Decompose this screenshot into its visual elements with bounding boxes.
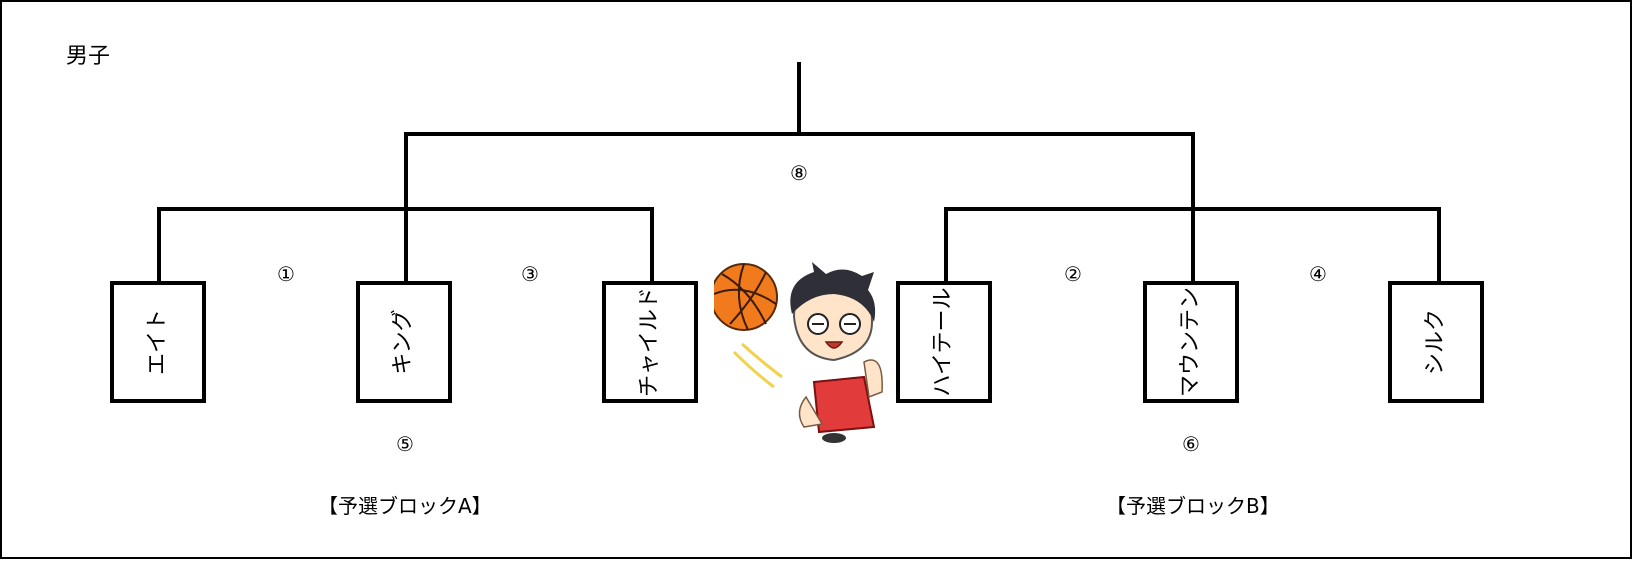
team-label: ハイテール xyxy=(931,287,956,397)
block-label-a: 【予選ブロックA】 xyxy=(318,494,492,518)
team-label: エイト xyxy=(144,308,170,376)
team-box-eight: エイト xyxy=(110,281,206,403)
team-label: シルク xyxy=(1422,308,1448,376)
block-a-bar xyxy=(157,207,654,211)
final-bar xyxy=(404,132,1195,136)
match-number-5: ⑤ xyxy=(396,432,414,456)
player-head xyxy=(790,262,876,362)
team-box-child: チャイルド xyxy=(602,281,698,403)
block-a-drop-3 xyxy=(650,207,654,284)
match-number-6: ⑥ xyxy=(1182,432,1200,456)
team-label: チャイルド xyxy=(637,287,662,397)
block-b-bar xyxy=(944,207,1441,211)
basketball-icon xyxy=(714,263,778,331)
match-number-2: ② xyxy=(1064,262,1082,286)
match-number-3: ③ xyxy=(521,262,539,286)
match-number-8: ⑧ xyxy=(790,161,808,185)
team-box-mountain: マウンテン xyxy=(1143,281,1239,403)
team-label: キング xyxy=(391,309,416,375)
block-label-b: 【予選ブロックB】 xyxy=(1106,494,1280,518)
player-body xyxy=(798,359,883,443)
match-number-4: ④ xyxy=(1309,262,1327,286)
basketball-player-illustration xyxy=(714,262,883,443)
division-title: 男子 xyxy=(66,44,111,69)
team-box-silk: シルク xyxy=(1388,281,1484,403)
match-number-1: ① xyxy=(277,262,295,286)
block-a-drop-1 xyxy=(157,207,161,284)
team-box-hightail: ハイテール xyxy=(896,281,992,403)
block-b-drop-3 xyxy=(1437,207,1441,284)
team-box-king: キング xyxy=(356,281,452,403)
block-b-drop-1 xyxy=(944,207,948,284)
team-label: マウンテン xyxy=(1178,286,1204,398)
final-stem xyxy=(797,62,801,136)
